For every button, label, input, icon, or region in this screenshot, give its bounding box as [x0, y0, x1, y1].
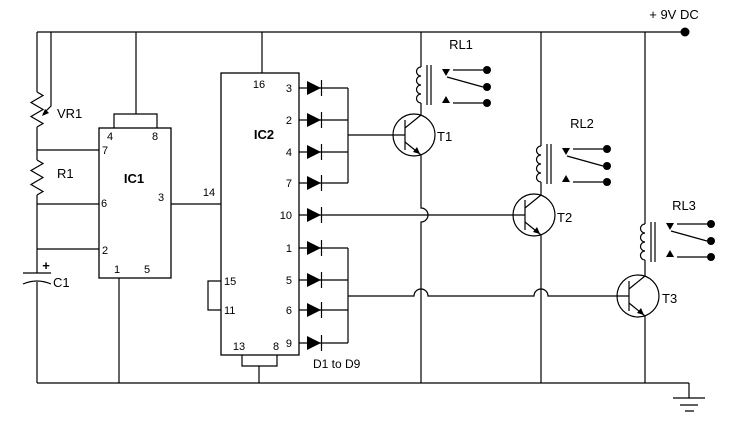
- ic2-pin-16-label: 16: [253, 79, 265, 91]
- t1-collector-emitter-wire: [420, 32, 429, 383]
- transistor-t3: T3: [616, 274, 677, 318]
- transistor-t2-label: T2: [557, 210, 572, 225]
- ic1-pin-6-label: 6: [101, 198, 107, 210]
- ic1-block: IC1 4 8 7 6 2 1 5 3: [98, 127, 172, 279]
- ic1-pin-1-label: 1: [114, 264, 120, 276]
- diode-symbol: [306, 301, 323, 319]
- relay-contact-symbol: [441, 65, 492, 108]
- ic1-pin-5-label: 5: [144, 264, 150, 276]
- diode-symbol: [306, 174, 323, 192]
- diode-array: D1 to D9: [306, 79, 361, 371]
- vr1-label: VR1: [57, 106, 82, 121]
- relay-rl3-label: RL3: [672, 198, 696, 213]
- ic2-pin15-11-bracket: [207, 280, 221, 311]
- ic2-pin-4-label: 4: [286, 147, 292, 159]
- r1-resistor-symbol: [29, 159, 45, 196]
- t3-base-wire: [348, 288, 629, 297]
- transistor-t3-label: T3: [662, 291, 677, 306]
- ic2-pin-5-label: 5: [286, 275, 292, 287]
- transistor-t1: T1: [392, 113, 452, 157]
- ic1-body: [98, 127, 172, 279]
- diode-symbol: [306, 206, 323, 224]
- ic2-pin-3-label: 3: [286, 83, 292, 95]
- ic2-block: IC2 16 14 3 2 4 7 10 1 5 6 9 15 11 13 8: [203, 72, 300, 356]
- ic1-pin-8-label: 8: [152, 131, 158, 143]
- supply-terminal-dot: [680, 27, 690, 37]
- relay-rl2: RL2: [535, 116, 612, 187]
- ic2-pin-9-label: 9: [286, 338, 292, 350]
- diode-symbol: [306, 334, 323, 352]
- diode-symbol: [306, 271, 323, 289]
- ic2-body: [220, 72, 300, 356]
- relay-contact-symbol: [561, 144, 612, 187]
- ic2-pin13-8-ground-bracket: [241, 355, 278, 383]
- ic1-pin-3-label: 3: [158, 192, 164, 204]
- diode-group1-wires: [299, 87, 348, 184]
- c1-polarity-mark: +: [42, 258, 50, 273]
- ic1-pin-4-label: 4: [107, 131, 113, 143]
- relay-coil-symbol: [639, 221, 656, 263]
- ic1-pin-2-label: 2: [102, 245, 108, 257]
- ic2-pin-2-label: 2: [286, 115, 292, 127]
- ic1-label: IC1: [124, 171, 144, 186]
- ic2-pin-10-label: 10: [280, 210, 292, 222]
- ic1-pin-7-label: 7: [102, 145, 108, 157]
- transistor-t2: T2: [512, 193, 572, 237]
- ic2-pin-1-label: 1: [286, 243, 292, 255]
- diode-symbol: [306, 239, 323, 257]
- ic2-pin-7-label: 7: [286, 178, 292, 190]
- supply-voltage-label: + 9V DC: [649, 7, 699, 22]
- diode-symbol: [306, 79, 323, 97]
- r1-label: R1: [57, 166, 74, 181]
- ic2-pin-13-label: 13: [233, 341, 245, 353]
- diode-group3-wires: [299, 247, 348, 344]
- vr1-wiper-arrow: [42, 109, 49, 116]
- relay-coil-symbol: [535, 143, 552, 185]
- relay-coil-symbol: [415, 64, 432, 106]
- relay-rl1-label: RL1: [449, 37, 473, 52]
- diode-symbol: [306, 143, 323, 161]
- transistor-t1-label: T1: [437, 129, 452, 144]
- diode-symbol: [306, 111, 323, 129]
- ic2-pin-8-label: 8: [273, 341, 279, 353]
- relay-rl1: RL1: [415, 37, 492, 108]
- ic1-supply-bracket: [113, 32, 158, 128]
- diode-array-label: D1 to D9: [313, 357, 361, 371]
- earth-ground-symbol: [673, 383, 705, 412]
- ic2-label: IC2: [254, 127, 274, 142]
- ic2-pin-14-label: 14: [203, 187, 215, 199]
- wiring: [22, 31, 705, 412]
- vr1-resistor-symbol: [29, 91, 45, 128]
- vr1-wiper-wire: [42, 32, 52, 115]
- relay-contact-symbol: [665, 219, 716, 262]
- c1-bottom-plate: [22, 280, 52, 285]
- ic2-pin-6-label: 6: [286, 305, 292, 317]
- ic2-pin-11-label: 11: [224, 305, 235, 317]
- relay-rl2-label: RL2: [570, 116, 594, 131]
- relay-rl3: RL3: [639, 198, 716, 263]
- c1-label: C1: [53, 275, 70, 290]
- ic2-pin-15-label: 15: [224, 276, 236, 288]
